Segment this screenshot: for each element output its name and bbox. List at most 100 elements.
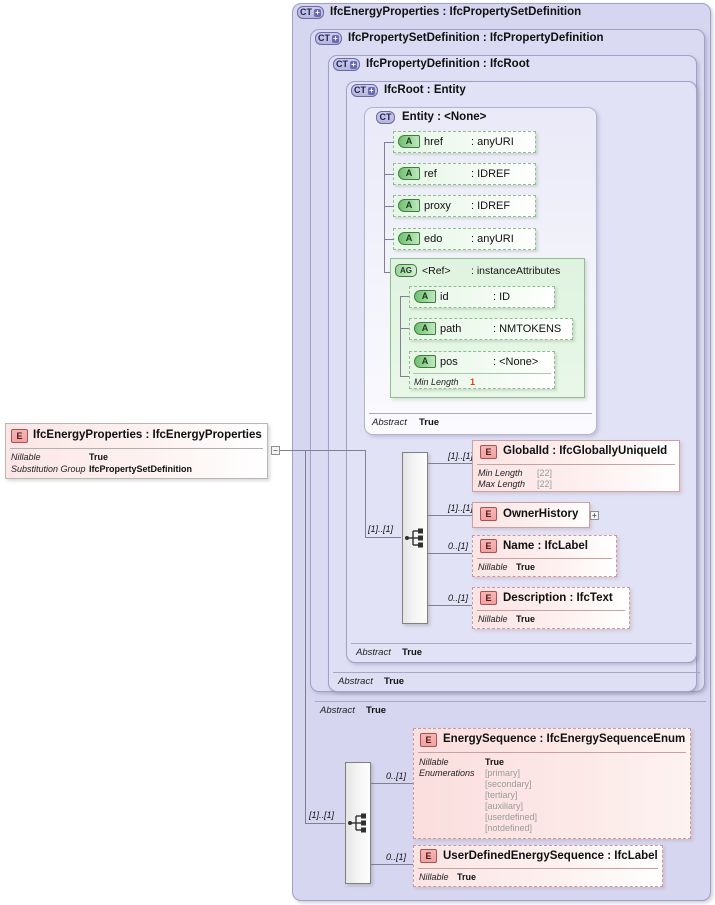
enumeration-value-1: [secondary] — [485, 779, 532, 789]
badge-label: E — [485, 592, 492, 603]
badge-label: E — [16, 430, 23, 441]
attribute-name-proxy: proxy — [424, 200, 451, 212]
element-separator-userdefinedenergysequence — [418, 868, 658, 869]
expand-icon[interactable]: + — [314, 7, 321, 17]
element-badge-ownerhistory: E — [480, 507, 497, 521]
cardinality-globalid: [1]..[1] — [448, 451, 474, 461]
ifcroot-abstract-key: Abstract — [356, 647, 391, 658]
cardinality-userdefinedenergysequence: 0..[1] — [386, 852, 407, 862]
complextype-badge-ifcpropertydefinition[interactable]: CT+ — [333, 58, 360, 71]
element-prop-value-name-nillable: True — [516, 562, 536, 572]
attribute-type-href: : anyURI — [471, 136, 514, 148]
seq-line-name — [428, 553, 472, 554]
complextype-badge-entity[interactable]: CT — [376, 111, 395, 124]
attribute-name-edo: edo — [424, 233, 443, 245]
expand-icon[interactable]: + — [350, 59, 357, 69]
element-badge-globalid: E — [480, 445, 497, 459]
energy-seq-line-energysequence — [371, 783, 413, 784]
attribute-name-ref: ref — [424, 168, 437, 180]
root-element-title: IfcEnergyProperties : IfcEnergyPropertie… — [33, 429, 262, 441]
root-element-separator — [10, 448, 263, 449]
entity-attr-stub-ref — [384, 174, 394, 175]
badge-label: A — [405, 233, 413, 243]
element-title-name: Name : IfcLabel — [503, 540, 588, 552]
attribute-type-id: : ID — [493, 291, 511, 303]
attribute-name-id: id — [440, 291, 449, 303]
element-prop-value-description-nillable: True — [516, 614, 536, 624]
enumeration-value-4: [userdefined] — [485, 812, 538, 822]
entity-attr-stub-group — [384, 272, 394, 273]
cardinality-energysequence: 0..[1] — [386, 771, 407, 781]
attributegroup-spine — [400, 296, 401, 376]
sequence-icon-ifcroot — [405, 528, 423, 548]
expand-icon[interactable]: + — [332, 33, 339, 43]
ct-badge-label: CT — [379, 112, 392, 122]
ag-stub-path — [400, 328, 410, 329]
complextype-title-ifcenergyproperties: IfcEnergyProperties : IfcPropertySetDefi… — [330, 6, 582, 18]
attribute-pos-separator — [413, 373, 551, 374]
ag-stub-id — [400, 296, 410, 297]
sequence-icon-energy — [348, 813, 366, 833]
attribute-name-href: href — [424, 136, 443, 148]
element-separator-globalid — [477, 464, 675, 465]
attributegroup-type: : instanceAttributes — [471, 265, 561, 277]
attribute-badge-proxy: A — [398, 199, 420, 212]
element-prop-value-energysequence-nillable: True — [485, 757, 505, 767]
ifcroot-sequence-cardinality: [1]..[1] — [368, 524, 394, 534]
energy-seq-line-userdefined — [371, 864, 413, 865]
cardinality-description: 0..[1] — [448, 593, 469, 603]
ag-stub-pos — [400, 376, 410, 377]
ifcpropertydefinition-abstract-value: True — [384, 676, 405, 687]
ifcpropertydefinition-abstract-key: Abstract — [338, 676, 373, 687]
element-box-globalid[interactable] — [472, 440, 680, 492]
badge-label: A — [421, 323, 429, 333]
enumeration-value-3: [auxiliary] — [485, 801, 524, 811]
complextype-title-ifcpropertydefinition: IfcPropertyDefinition : IfcRoot — [366, 58, 530, 70]
facet-value-minlength-pos: 1 — [470, 377, 476, 387]
element-box-userdefinedenergysequence[interactable] — [413, 845, 663, 887]
ct-badge-label: CT — [336, 59, 348, 69]
badge-label: A — [421, 356, 429, 366]
element-box-description[interactable] — [472, 587, 630, 629]
root-element-prop-value-nillable: True — [89, 452, 109, 462]
ifcpropertydefinition-abstract-separator — [333, 672, 700, 673]
complextype-badge-ifcpropertysetdefinition[interactable]: CT+ — [315, 32, 342, 45]
root-element-box-ifcenergyproperties[interactable] — [5, 423, 268, 479]
badge-label: E — [425, 850, 432, 861]
ifcroot-abstract-value: True — [402, 647, 423, 658]
complextype-badge-ifcenergyproperties[interactable]: CT+ — [297, 6, 324, 19]
toggle-label: – — [273, 445, 278, 455]
root-connector-branch-lower — [305, 823, 350, 824]
attribute-box-path[interactable] — [409, 318, 573, 340]
root-element-collapse-toggle[interactable]: – — [271, 446, 280, 455]
element-badge-root: E — [11, 429, 28, 443]
attribute-badge-path: A — [414, 322, 436, 335]
attribute-box-id[interactable] — [409, 286, 555, 308]
ifcpropertysetdefinition-abstract-separator — [315, 701, 706, 702]
complextype-badge-ifcroot[interactable]: CT+ — [351, 84, 378, 97]
badge-label: E — [485, 508, 492, 519]
element-prop-key-energysequence-enumerations: Enumerations — [419, 768, 475, 778]
element-prop-key-userdefined-nillable: Nillable — [419, 872, 449, 882]
ifcpropertysetdefinition-abstract-value: True — [366, 705, 387, 716]
ifcroot-sequence-feed-horizontal — [365, 537, 401, 538]
element-separator-energysequence — [418, 752, 686, 753]
enumeration-value-0: [primary] — [485, 768, 521, 778]
root-element-prop-key-nillable: Nillable — [11, 452, 41, 462]
root-connector-branch-upper — [305, 450, 365, 451]
enumeration-value-2: [tertiary] — [485, 790, 518, 800]
complextype-title-ifcroot: IfcRoot : Entity — [384, 84, 466, 96]
attribute-name-pos: pos — [440, 356, 458, 368]
expand-icon[interactable]: + — [368, 85, 375, 95]
element-expand-toggle-ownerhistory[interactable]: + — [590, 511, 599, 520]
element-box-energysequence[interactable] — [413, 728, 691, 839]
attribute-type-ref: : IDREF — [471, 168, 511, 180]
facet-key-minlength-pos: Min Length — [414, 377, 459, 387]
ifcroot-abstract-separator — [351, 643, 692, 644]
enumeration-value-5: [notdefined] — [485, 823, 533, 833]
element-title-ownerhistory: OwnerHistory — [503, 508, 579, 520]
root-connector-horizontal — [280, 450, 315, 451]
attribute-type-edo: : anyURI — [471, 233, 514, 245]
attribute-badge-pos: A — [414, 355, 436, 368]
